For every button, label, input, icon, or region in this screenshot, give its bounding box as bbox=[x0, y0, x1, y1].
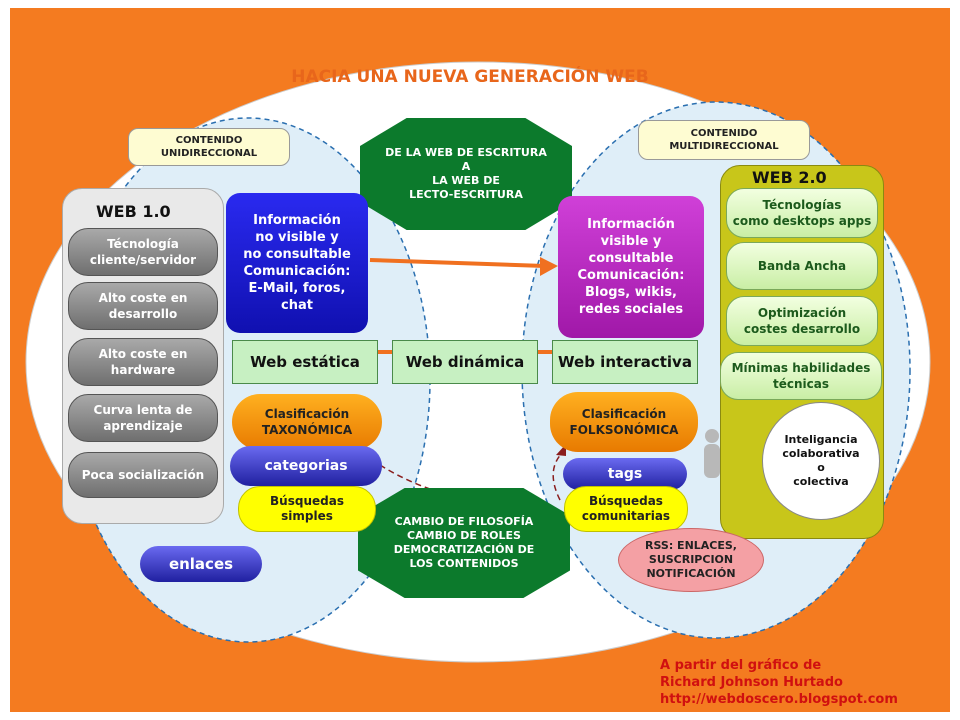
web2-clasificacion: Clasificación FOLKSONÓMICA bbox=[550, 392, 698, 452]
web2-inteligencia: Inteligancia colaborativa o colectiva bbox=[762, 402, 880, 520]
diagram-title: HACIA UNA NUEVA GENERACIÓN WEB bbox=[291, 67, 649, 87]
web1-info-panel: Información no visible y no consultable … bbox=[226, 193, 368, 333]
web1-clasificacion: Clasificación TAXONÓMICA bbox=[232, 394, 382, 450]
web2-item-habilidades: Mínimas habilidades técnicas bbox=[720, 352, 882, 400]
web1-item-coste-desarrollo: Alto coste en desarrollo bbox=[68, 282, 218, 330]
web2-item-banda-ancha: Banda Ancha bbox=[726, 242, 878, 290]
web1-item-curva-aprendizaje: Curva lenta de aprendizaje bbox=[68, 394, 218, 442]
web1-item-tecnologia: Técnología cliente/servidor bbox=[68, 228, 218, 276]
dashed-connector-right bbox=[552, 451, 564, 501]
bar-web-interactiva: Web interactiva bbox=[552, 340, 698, 384]
web2-item-tecnologias: Técnologías como desktops apps bbox=[726, 188, 878, 238]
web2-info-panel: Información visible y consultable Comuni… bbox=[558, 196, 704, 338]
web1-busquedas: Búsquedas simples bbox=[238, 486, 376, 532]
web1-item-coste-hardware: Alto coste en hardware bbox=[68, 338, 218, 386]
web2-busquedas: Búsquedas comunitarias bbox=[564, 486, 688, 532]
octagon-filosofia: CAMBIO DE FILOSOFÍA CAMBIO DE ROLES DEMO… bbox=[358, 488, 570, 598]
web1-categorias: categorias bbox=[230, 446, 382, 486]
web1-item-socializacion: Poca socialización bbox=[68, 452, 218, 498]
web2-rss: RSS: ENLACES, SUSCRIPCION NOTIFICACIÓN bbox=[618, 528, 764, 592]
web2-tags: tags bbox=[563, 458, 687, 490]
note-multidireccional: CONTENIDO MULTIDIRECCIONAL bbox=[638, 120, 810, 160]
octagon-escritura: DE LA WEB DE ESCRITURA A LA WEB DE LECTO… bbox=[360, 118, 572, 230]
credit-text: A partir del gráfico de Richard Johnson … bbox=[660, 657, 898, 707]
arrow-info bbox=[369, 257, 558, 276]
bar-web-dinamica: Web dinámica bbox=[392, 340, 538, 384]
web2-item-optimizacion: Optimización costes desarrollo bbox=[726, 296, 878, 346]
bar-web-estatica: Web estática bbox=[232, 340, 378, 384]
web2-title: WEB 2.0 bbox=[752, 168, 827, 187]
web1-enlaces: enlaces bbox=[140, 546, 262, 582]
note-unidireccional: CONTENIDO UNIDIRECCIONAL bbox=[128, 128, 290, 166]
web1-title: WEB 1.0 bbox=[96, 202, 171, 221]
